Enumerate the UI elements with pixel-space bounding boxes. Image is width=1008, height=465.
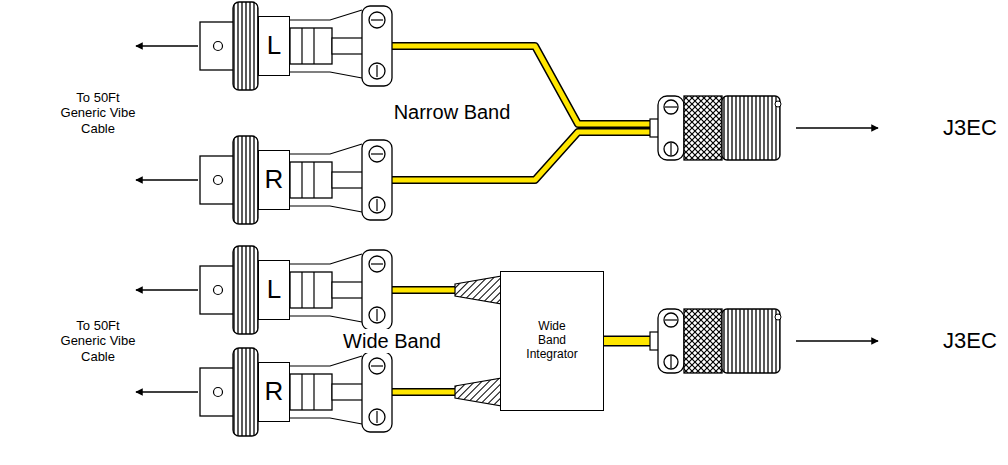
side-letter-box: L bbox=[258, 16, 290, 76]
band-label: Narrow Band bbox=[382, 100, 522, 124]
integrator-box: Wide Band Integrator bbox=[500, 271, 604, 411]
band-label: Wide Band bbox=[337, 329, 447, 353]
j3ec-plug bbox=[650, 96, 781, 160]
side-letter-box: L bbox=[258, 260, 290, 320]
box-text: R bbox=[265, 377, 284, 407]
connector-label: J3EC bbox=[935, 115, 1005, 141]
box-text: R bbox=[265, 165, 284, 195]
connector-label: J3EC bbox=[935, 328, 1005, 354]
box-text: Wide Band Integrator bbox=[524, 320, 580, 361]
box-text: L bbox=[267, 275, 281, 305]
j3ec-plug bbox=[650, 309, 781, 373]
circular-connector bbox=[200, 246, 392, 334]
box-text: L bbox=[267, 31, 281, 61]
destination-note: To 50Ft Generic Vibe Cable bbox=[56, 90, 140, 137]
side-letter-box: R bbox=[258, 150, 290, 210]
cable-boot bbox=[455, 276, 502, 304]
circular-connector bbox=[200, 2, 392, 90]
circular-connector bbox=[200, 136, 392, 224]
integrator-output-cable bbox=[604, 341, 652, 342]
circular-connector bbox=[200, 348, 392, 436]
destination-note: To 50Ft Generic Vibe Cable bbox=[56, 318, 140, 365]
side-letter-box: R bbox=[258, 362, 290, 422]
cable-boot bbox=[455, 378, 502, 406]
